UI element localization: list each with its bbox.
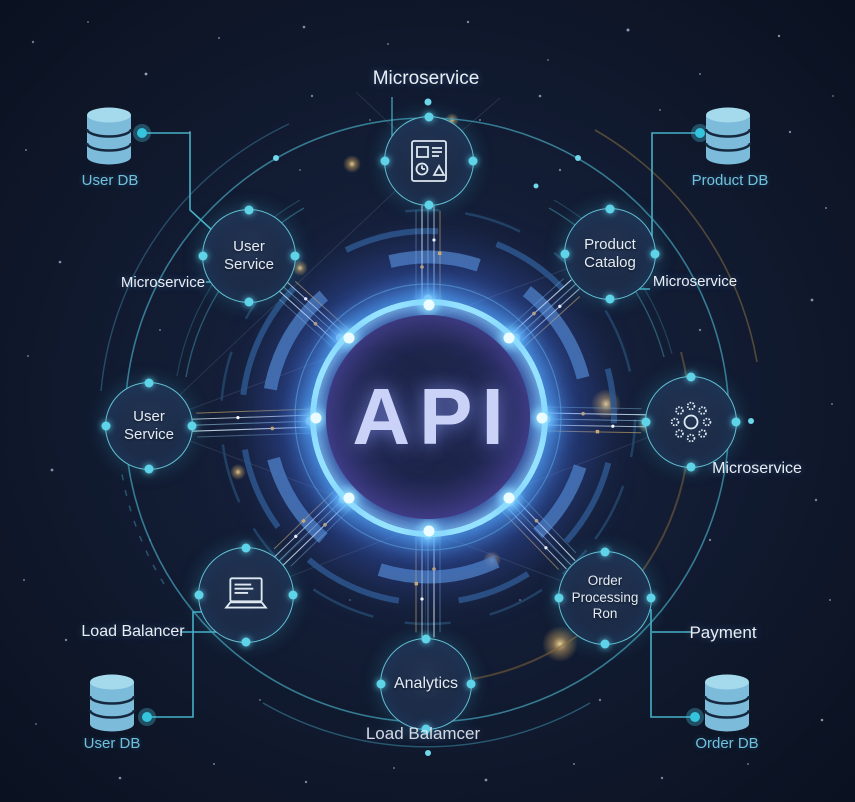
border-dot xyxy=(600,639,610,649)
border-dot xyxy=(424,200,434,210)
border-dot xyxy=(600,547,610,557)
database-icon xyxy=(85,107,133,165)
border-dot xyxy=(187,421,197,431)
hub-ring-dot xyxy=(423,299,435,311)
label-microservice-left: Microservice xyxy=(120,274,206,291)
border-dot xyxy=(554,593,564,603)
hub-ring-dot xyxy=(503,332,515,344)
border-dot xyxy=(468,156,478,166)
label-user-db-top-left: User DB xyxy=(81,172,139,189)
database-order-db xyxy=(701,673,753,735)
border-dot xyxy=(731,417,741,427)
border-dot xyxy=(144,378,154,388)
label-user-db-bottom-left: User DB xyxy=(83,735,141,752)
hub-ring-dot xyxy=(423,525,435,537)
border-dot xyxy=(421,634,431,644)
border-dot xyxy=(686,372,696,382)
border-dot xyxy=(144,464,154,474)
border-dot xyxy=(194,590,204,600)
border-dot xyxy=(241,543,251,553)
label-load-balancer: Load Balancer xyxy=(81,623,185,640)
database-product-db xyxy=(702,106,754,168)
node-microservice-top xyxy=(380,112,478,210)
gear-icon xyxy=(670,401,712,443)
border-dot xyxy=(288,590,298,600)
database-icon xyxy=(704,107,752,165)
border-dot xyxy=(560,249,570,259)
node-user-service-left: User Service xyxy=(101,378,197,474)
starfield xyxy=(23,20,834,784)
border-dot xyxy=(605,294,615,304)
api-hub-label: API xyxy=(352,372,513,461)
hub-ring-dot xyxy=(536,412,548,424)
border-dot xyxy=(380,156,390,166)
hub-ring xyxy=(310,299,548,537)
border-dot xyxy=(424,112,434,122)
border-dot xyxy=(244,205,254,215)
node-label: Product Catalog xyxy=(584,235,636,271)
node-user-service-top-left: User Service xyxy=(198,205,300,307)
label-microservice-top-right: Microservice xyxy=(652,273,738,290)
database-icon xyxy=(703,674,751,732)
label-payment: Payment xyxy=(689,623,757,642)
border-dot xyxy=(198,251,208,261)
database-user-db-bottom-left xyxy=(86,673,138,735)
border-dot xyxy=(641,417,651,427)
node-label: User Service xyxy=(123,407,175,443)
node-microservice-right xyxy=(641,372,741,472)
hub-ring-dot xyxy=(503,492,515,504)
border-dot xyxy=(650,249,660,259)
label-microservice-top: Microservice xyxy=(372,68,480,89)
node-label: Analytics xyxy=(393,675,459,693)
hub-ring-dot xyxy=(310,412,322,424)
label-microservice-right: Microservice xyxy=(712,460,802,477)
border-dot xyxy=(646,593,656,603)
node-analytics: Analytics xyxy=(376,634,476,734)
hub-ring-dot xyxy=(343,492,355,504)
border-dot xyxy=(686,462,696,472)
border-dot xyxy=(244,297,254,307)
border-dot xyxy=(290,251,300,261)
border-dot xyxy=(101,421,111,431)
node-label: User Service xyxy=(223,237,275,273)
label-load-balancer-bottom: Load Balamcer xyxy=(365,724,481,743)
border-dot xyxy=(605,204,615,214)
document-icon xyxy=(411,140,447,182)
database-user-db-top-left xyxy=(83,106,135,168)
border-dot xyxy=(241,637,251,647)
api-hub: API xyxy=(326,315,530,519)
node-order-processing: Order Processing Ron xyxy=(554,547,656,649)
node-product-catalog: Product Catalog xyxy=(560,204,660,304)
label-order-db: Order DB xyxy=(695,735,759,752)
border-dot xyxy=(421,724,431,734)
border-dot xyxy=(466,679,476,689)
label-product-db: Product DB xyxy=(691,172,769,189)
node-load-balancer xyxy=(194,543,298,647)
node-label: Order Processing Ron xyxy=(571,573,639,622)
laptop-icon xyxy=(224,577,268,609)
hub-ring-dot xyxy=(343,332,355,344)
database-icon xyxy=(88,674,136,732)
border-dot xyxy=(376,679,386,689)
